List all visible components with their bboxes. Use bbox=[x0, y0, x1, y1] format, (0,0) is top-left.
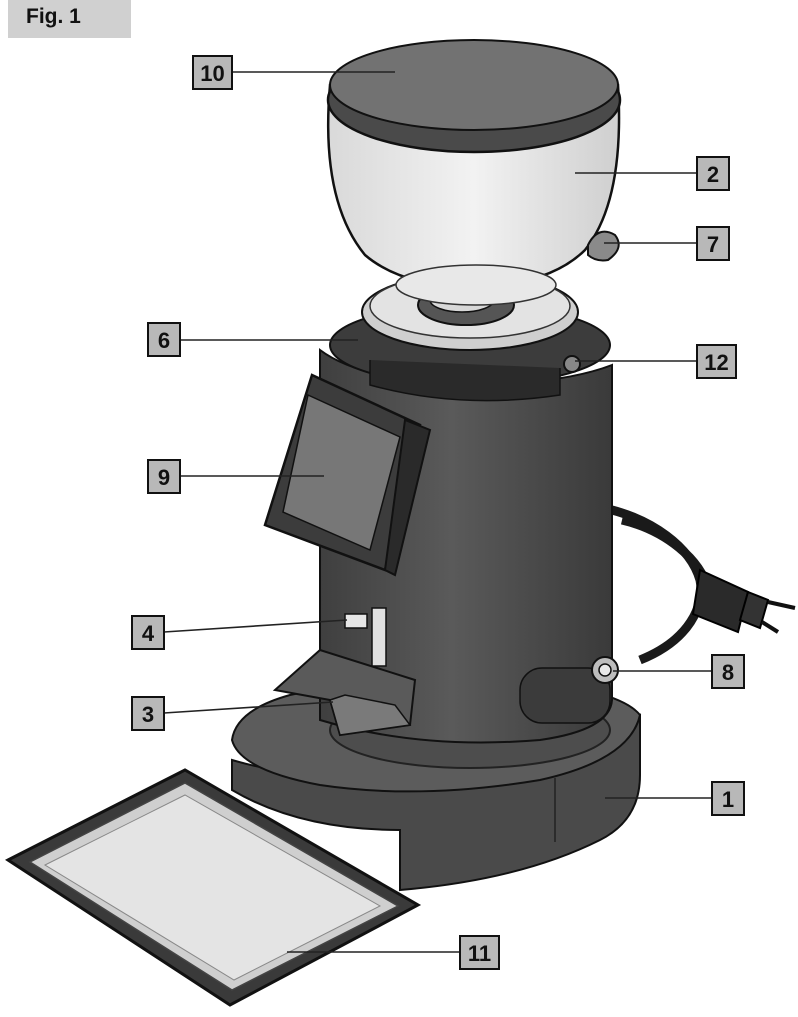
callout-label: 8 bbox=[722, 660, 734, 685]
callout-3: 3 bbox=[131, 696, 165, 731]
leader-lines bbox=[163, 71, 712, 953]
callout-1: 1 bbox=[711, 781, 745, 816]
callout-12: 12 bbox=[696, 344, 737, 379]
lock-screw bbox=[563, 355, 581, 373]
callout-label: 6 bbox=[158, 328, 170, 353]
grounds-tray bbox=[5, 768, 422, 1007]
callout-label: 1 bbox=[722, 787, 734, 812]
callout-label: 10 bbox=[200, 61, 224, 86]
callout-6: 6 bbox=[147, 322, 181, 357]
callout-4: 4 bbox=[131, 615, 165, 650]
hopper-shutter-lever bbox=[587, 230, 620, 262]
callout-label: 12 bbox=[704, 350, 728, 375]
callout-2: 2 bbox=[696, 156, 730, 191]
callout-label: 9 bbox=[158, 465, 170, 490]
touch-display bbox=[263, 373, 432, 577]
callout-9: 9 bbox=[147, 459, 181, 494]
callout-label: 4 bbox=[142, 621, 155, 646]
callout-label: 11 bbox=[468, 941, 491, 966]
portafilter-holder bbox=[272, 607, 417, 737]
callout-label: 2 bbox=[707, 162, 719, 187]
callout-8: 8 bbox=[711, 654, 745, 689]
callout-label: 7 bbox=[707, 232, 719, 257]
callout-7: 7 bbox=[696, 226, 730, 261]
callout-11: 11 bbox=[459, 935, 500, 970]
figure-label: Fig. 1 bbox=[8, 0, 131, 38]
callout-10: 10 bbox=[192, 55, 233, 90]
hopper-lid bbox=[326, 39, 622, 154]
power-cord bbox=[610, 505, 796, 665]
callout-label: 3 bbox=[142, 702, 154, 727]
power-switch bbox=[591, 656, 619, 684]
